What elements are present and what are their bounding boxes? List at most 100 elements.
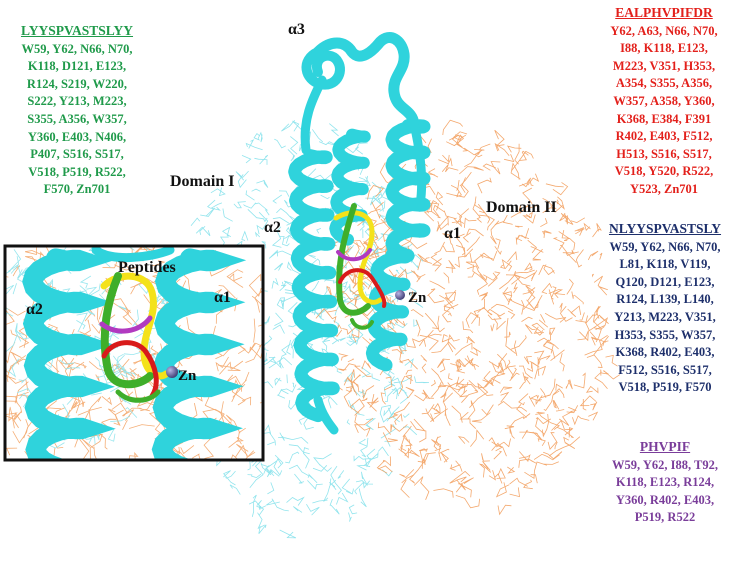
wireframe-bond (550, 205, 564, 213)
wireframe-bond (272, 324, 285, 334)
wireframe-bond (5, 334, 18, 353)
wireframe-bond (554, 441, 558, 450)
wireframe-bond (538, 264, 555, 276)
wireframe-bond (509, 477, 528, 487)
wireframe-bond (422, 458, 426, 466)
wireframe-bond (263, 467, 275, 477)
wireframe-bond (509, 413, 531, 428)
wireframe-bond (431, 341, 456, 353)
wireframe-bond (101, 395, 113, 406)
wireframe-bond (360, 437, 369, 458)
wireframe-bond (514, 143, 520, 165)
wireframe-bond (490, 220, 500, 245)
wireframe-bond (497, 504, 512, 516)
wireframe-bond (356, 142, 368, 149)
wireframe-bond (547, 432, 558, 451)
wireframe-bond (471, 307, 485, 325)
wireframe-bond (416, 319, 421, 337)
panel-title: NLYYSPVASTSLY (608, 221, 722, 236)
wireframe-bond (272, 358, 284, 369)
peptide-red-main (338, 268, 387, 308)
wireframe-bond (311, 280, 320, 292)
wireframe-bond (439, 360, 446, 373)
wireframe-bond (268, 249, 278, 259)
wireframe-bond (27, 246, 29, 247)
wireframe-bond (555, 409, 565, 412)
wireframe-bond (268, 356, 278, 369)
wireframe-bond (36, 459, 38, 460)
wireframe-bond (538, 319, 549, 328)
wireframe-bond (6, 447, 18, 456)
wireframe-bond (456, 355, 474, 368)
wireframe-bond (274, 454, 284, 469)
wireframe-bond (43, 359, 54, 368)
wireframe-bond (91, 392, 102, 396)
wireframe-bond (430, 380, 436, 387)
wireframe-bond (481, 404, 494, 416)
panel-row: A354, S355, A356, (615, 76, 713, 91)
wireframe-bond (459, 166, 484, 175)
wireframe-bond (343, 371, 355, 382)
wireframe-bond (64, 367, 81, 370)
wireframe-bond (390, 423, 408, 433)
wireframe-bond (286, 496, 305, 506)
wireframe-bond (271, 277, 279, 289)
wireframe-bond (472, 201, 482, 223)
wireframe-bond (400, 479, 410, 498)
wireframe-bond (553, 388, 565, 398)
wireframe-bond (431, 407, 441, 415)
wireframe-bond (455, 359, 462, 370)
wireframe-bond (484, 378, 501, 388)
wireframe-bond (111, 239, 123, 245)
wireframe-bond (522, 214, 536, 224)
wireframe-bond (468, 379, 494, 389)
wireframe-bond (603, 370, 621, 380)
wireframe-bond (464, 358, 474, 367)
wireframe-bond (472, 264, 487, 282)
wireframe-bond (123, 347, 144, 356)
wireframe-bond (562, 249, 575, 255)
wireframe-bond (543, 264, 555, 276)
wireframe-bond (413, 319, 418, 327)
wireframe-bond (523, 356, 532, 365)
wireframe-bond (588, 317, 609, 332)
wireframe-bond (248, 139, 255, 149)
wireframe-bond (371, 373, 381, 381)
wireframe-bond (308, 254, 317, 260)
wireframe-bond (404, 439, 412, 457)
wireframe-bond (593, 305, 600, 319)
panel-row: R124, S219, W220, (26, 76, 128, 91)
wireframe-bond (528, 396, 536, 407)
wireframe-bond (89, 433, 103, 460)
wireframe-bond (114, 264, 137, 271)
wireframe-bond (377, 422, 392, 435)
wireframe-bond (274, 138, 286, 149)
wireframe-bond (256, 211, 269, 235)
wireframe-bond (522, 287, 536, 295)
wireframe-bond (494, 473, 503, 484)
wireframe-bond (145, 483, 155, 486)
wireframe-bond (552, 451, 563, 460)
wireframe-bond (507, 251, 518, 263)
wireframe-bond (582, 398, 587, 411)
wireframe-bond (5, 408, 18, 422)
wireframe-bond (287, 302, 298, 316)
wireframe-bond (558, 411, 573, 426)
wireframe-bond (249, 342, 263, 359)
wireframe-bond (509, 372, 520, 382)
wireframe-bond (563, 237, 576, 251)
wireframe-bond (449, 470, 471, 484)
wireframe-bond (273, 457, 283, 476)
wireframe-bond (235, 170, 249, 181)
wireframe-bond (592, 273, 594, 278)
wireframe-bond (245, 190, 255, 201)
panel-row: Y213, M223, V351, (614, 309, 716, 324)
wireframe-bond (418, 338, 427, 347)
label-inset-zn: Zn (178, 368, 197, 384)
wireframe-bond (293, 506, 303, 513)
wireframe-bond (474, 153, 483, 158)
wireframe-bond (514, 225, 523, 228)
wireframe-bond (471, 412, 491, 423)
wireframe-bond (544, 312, 567, 323)
label-alpha2-main: α2 (264, 219, 281, 236)
